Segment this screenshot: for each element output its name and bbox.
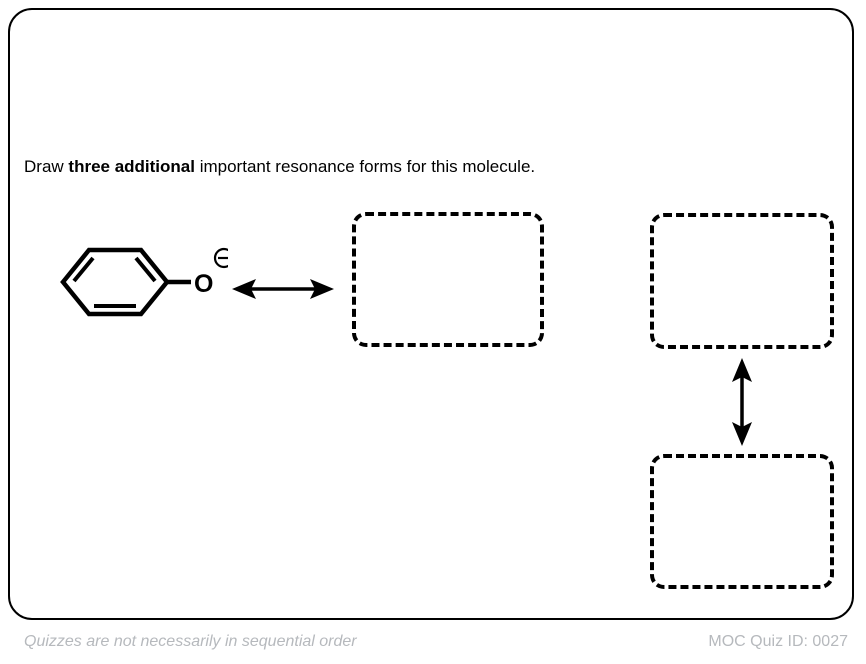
question-prompt: Draw three additional important resonanc… [24, 156, 724, 178]
ring-double-bond-left [72, 256, 95, 283]
answer-box-1[interactable] [352, 212, 544, 347]
footer-note: Quizzes are not necessarily in sequentia… [24, 633, 357, 650]
arrow-head-down [732, 422, 752, 446]
arrow-horizontal-svg [232, 279, 334, 299]
molecule-svg: O [60, 247, 235, 317]
ring-double-bond-right [134, 256, 157, 283]
oxygen-atom-label: O [194, 270, 213, 298]
arrow-vertical-svg [732, 358, 752, 446]
resonance-arrow-horizontal [226, 272, 340, 306]
prompt-text-after: important resonance forms for this molec… [194, 157, 536, 176]
phenoxide-molecule: O [48, 236, 235, 336]
prompt-emphasis: three additional [68, 157, 195, 176]
arrow-head-left [232, 279, 256, 299]
prompt-text-before: Draw [24, 157, 69, 176]
arrow-head-up [732, 358, 752, 382]
answer-box-2[interactable] [650, 213, 834, 349]
footer-quiz-id: MOC Quiz ID: 0027 [708, 633, 848, 650]
answer-box-3[interactable] [650, 454, 834, 589]
resonance-arrow-vertical [724, 354, 760, 450]
arrow-head-right [310, 279, 334, 299]
